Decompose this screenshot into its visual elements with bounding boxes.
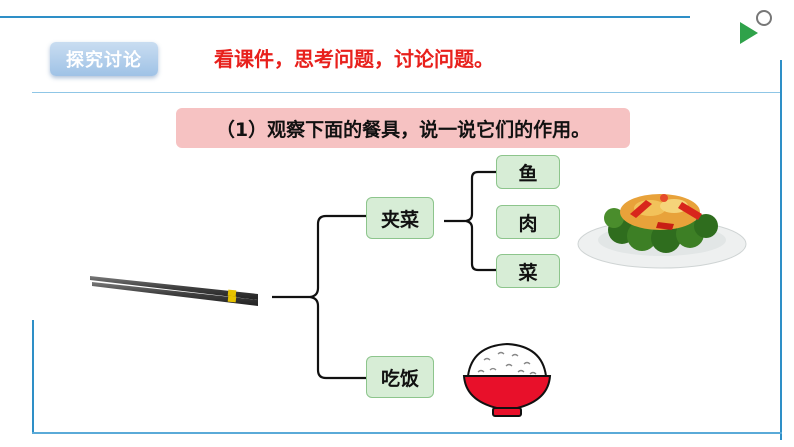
left-frame-line <box>32 320 34 432</box>
bottom-frame-line <box>32 432 782 434</box>
food-box-vegetable: 菜 <box>496 254 560 288</box>
chopsticks-image <box>90 276 258 306</box>
top-frame-line <box>0 16 690 18</box>
play-icon[interactable] <box>740 22 758 44</box>
section-divider <box>32 92 780 93</box>
circle-icon <box>756 10 772 26</box>
question-banner: （1）观察下面的餐具，说一说它们的作用。 <box>176 108 630 148</box>
right-frame-line <box>780 60 782 440</box>
use-box-eat-rice: 吃饭 <box>366 356 434 398</box>
dish-image <box>577 194 747 269</box>
use-box-pick-food: 夹菜 <box>366 197 434 239</box>
food-box-meat: 肉 <box>496 205 560 239</box>
instruction-text: 看课件，思考问题，讨论问题。 <box>214 47 494 71</box>
food-box-fish: 鱼 <box>496 155 560 189</box>
section-tag: 探究讨论 <box>50 42 158 76</box>
rice-bowl-image <box>462 342 552 417</box>
